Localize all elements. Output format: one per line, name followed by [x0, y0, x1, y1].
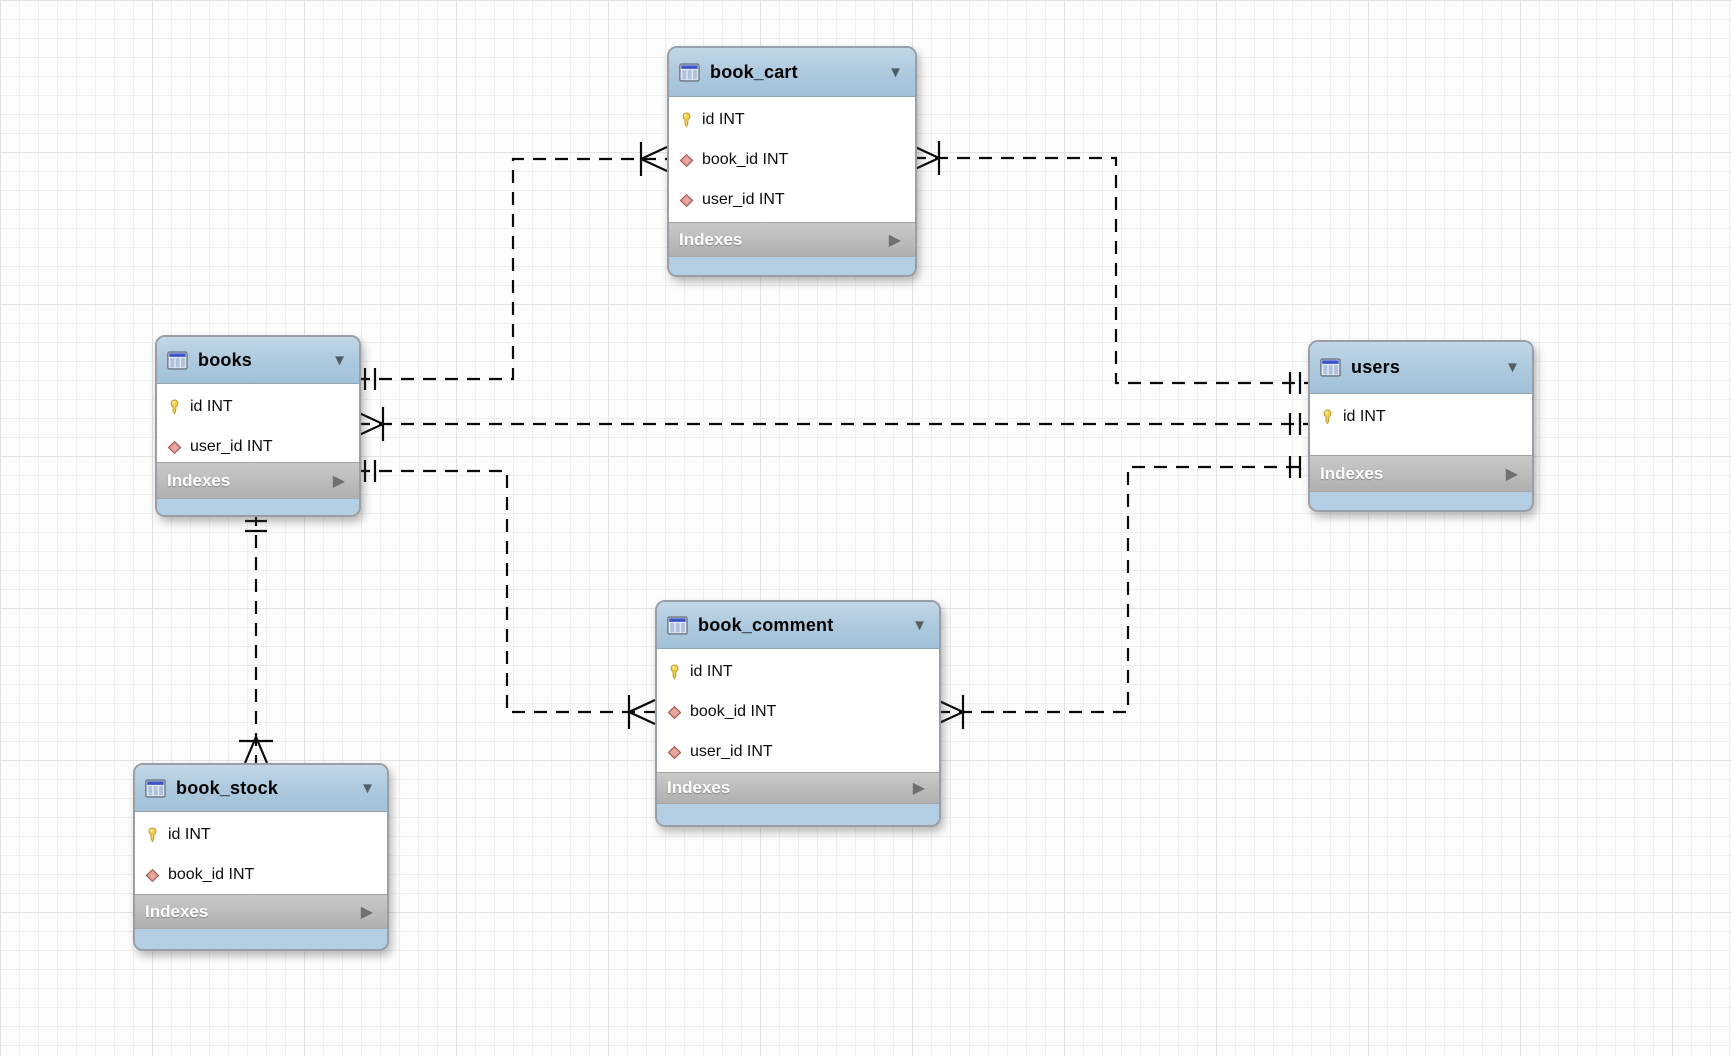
indexes-bar[interactable]: Indexes ▶ [157, 462, 359, 499]
table-title: users [1351, 357, 1401, 377]
primary-key-icon [145, 827, 160, 843]
primary-key-icon [167, 399, 182, 415]
indexes-expand-icon[interactable]: ▶ [912, 780, 925, 797]
column-row-user_id[interactable]: user_id INT [669, 180, 915, 220]
table-books[interactable]: books ▼ id INT user_id INT Indexes ▶ [155, 335, 361, 517]
table-footer [657, 804, 939, 825]
indexes-expand-icon[interactable]: ▶ [1505, 465, 1518, 483]
table-footer [1310, 492, 1532, 510]
indexes-label: Indexes [145, 901, 209, 921]
foreign-key-icon [145, 868, 160, 883]
table-icon [145, 778, 167, 798]
column-row-id[interactable]: id INT [157, 387, 359, 427]
indexes-expand-icon[interactable]: ▶ [888, 231, 901, 249]
indexes-label: Indexes [1320, 463, 1384, 483]
table-header-users[interactable]: users ▼ [1310, 342, 1532, 394]
collapse-triangle-icon[interactable]: ▼ [360, 779, 375, 797]
indexes-bar[interactable]: Indexes ▶ [669, 222, 915, 257]
columns-list: id INT user_id INT [157, 384, 359, 462]
rel-books-book_comment[interactable] [357, 460, 656, 729]
indexes-expand-icon[interactable]: ▶ [332, 472, 345, 490]
table-header-books[interactable]: books ▼ [157, 337, 359, 384]
column-row-user_id[interactable]: user_id INT [157, 427, 359, 467]
columns-list: id INT book_id INT user_id INT [657, 649, 939, 772]
indexes-label: Indexes [679, 229, 743, 249]
column-row-book_id[interactable]: book_id INT [135, 855, 387, 895]
rel-books-users[interactable] [356, 407, 1308, 441]
column-label: user_id INT [702, 191, 785, 208]
table-title: book_stock [176, 777, 279, 798]
primary-key-icon [1320, 409, 1335, 425]
indexes-expand-icon[interactable]: ▶ [360, 903, 373, 921]
column-label: book_id INT [690, 703, 777, 720]
foreign-key-icon [679, 153, 694, 168]
rel-book_cart-users[interactable] [912, 141, 1308, 394]
collapse-triangle-icon[interactable]: ▼ [332, 351, 347, 369]
collapse-triangle-icon[interactable]: ▼ [912, 616, 927, 634]
table-header-book_stock[interactable]: book_stock ▼ [135, 765, 387, 812]
table-book_cart[interactable]: book_cart ▼ id INT book_id INT user_id INT In… [667, 46, 917, 277]
table-users[interactable]: users ▼ id INT Indexes ▶ [1308, 340, 1534, 512]
table-title: books [198, 349, 253, 370]
table-footer [669, 257, 915, 275]
table-icon [167, 350, 189, 370]
column-label: book_id INT [168, 866, 255, 883]
column-row-id[interactable]: id INT [657, 652, 939, 692]
table-footer [157, 499, 359, 515]
indexes-label: Indexes [167, 470, 231, 490]
foreign-key-icon [667, 705, 682, 720]
column-label: book_id INT [702, 151, 789, 168]
table-title: book_comment [698, 614, 834, 635]
column-row-id[interactable]: id INT [135, 815, 387, 855]
column-row-id[interactable]: id INT [1310, 397, 1532, 437]
primary-key-icon [667, 664, 682, 680]
rel-books-book_cart[interactable] [357, 142, 668, 390]
column-row-book_id[interactable]: book_id INT [669, 140, 915, 180]
column-label: id INT [190, 398, 233, 415]
column-label: user_id INT [190, 438, 273, 455]
indexes-bar[interactable]: Indexes ▶ [135, 894, 387, 929]
columns-list: id INT [1310, 394, 1532, 455]
rel-books-book_stock[interactable] [239, 513, 273, 764]
foreign-key-icon [667, 745, 682, 760]
primary-key-icon [679, 112, 694, 128]
column-row-user_id[interactable]: user_id INT [657, 732, 939, 772]
foreign-key-icon [679, 193, 694, 208]
table-icon [1320, 358, 1342, 377]
columns-list: id INT book_id INT [135, 812, 387, 894]
columns-list: id INT book_id INT user_id INT [669, 97, 915, 222]
column-label: id INT [690, 663, 733, 680]
collapse-triangle-icon[interactable]: ▼ [1505, 359, 1520, 376]
column-label: id INT [1343, 408, 1386, 425]
table-icon [667, 615, 689, 635]
collapse-triangle-icon[interactable]: ▼ [888, 63, 903, 81]
column-row-book_id[interactable]: book_id INT [657, 692, 939, 732]
table-title: book_cart [710, 61, 798, 82]
column-label: id INT [168, 826, 211, 843]
table-footer [135, 929, 387, 949]
column-row-id[interactable]: id INT [669, 100, 915, 140]
indexes-bar[interactable]: Indexes ▶ [657, 772, 939, 804]
table-icon [679, 62, 701, 82]
table-book_comment[interactable]: book_comment ▼ id INT book_id INT user_id IN… [655, 600, 941, 827]
indexes-label: Indexes [667, 778, 731, 797]
table-book_stock[interactable]: book_stock ▼ id INT book_id INT Indexes ▶ [133, 763, 389, 951]
indexes-bar[interactable]: Indexes ▶ [1310, 455, 1532, 492]
rel-book_comment-users[interactable] [936, 456, 1308, 729]
foreign-key-icon [167, 440, 182, 455]
column-label: user_id INT [690, 743, 773, 760]
table-header-book_comment[interactable]: book_comment ▼ [657, 602, 939, 649]
column-label: id INT [702, 111, 745, 128]
table-header-book_cart[interactable]: book_cart ▼ [669, 48, 915, 97]
